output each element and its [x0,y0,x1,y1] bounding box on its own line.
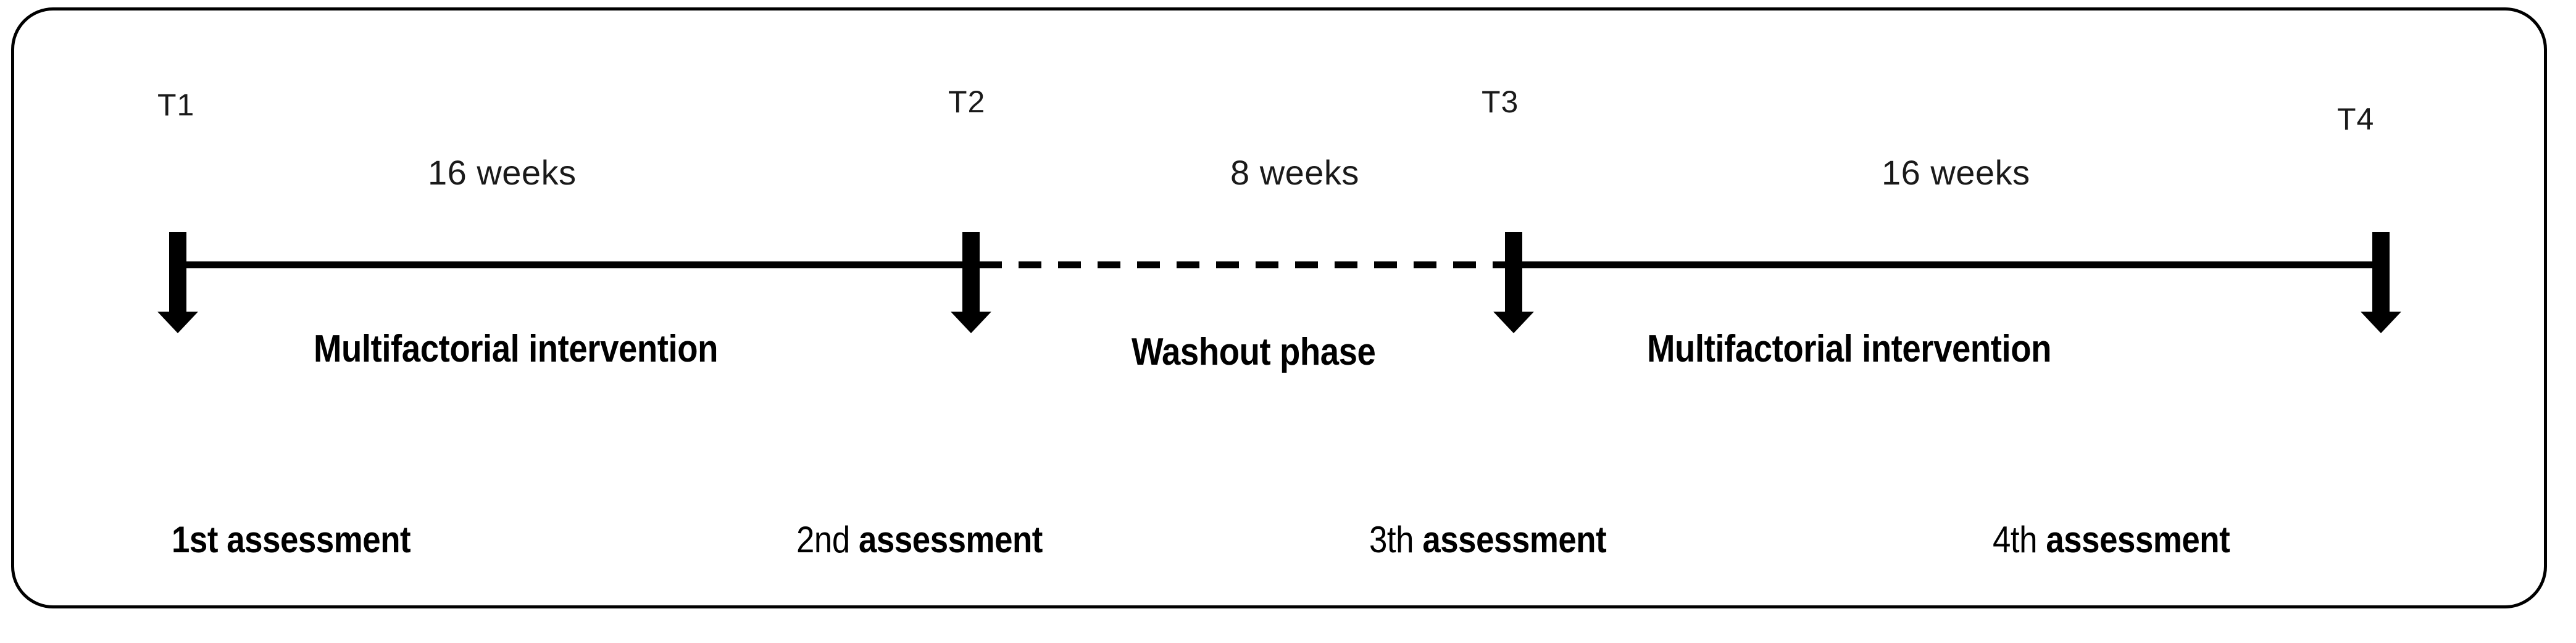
timepoint-label-T2: T2 [948,85,986,119]
timepoint-label-T1: T1 [157,88,195,122]
duration-label-period-2: 8 weeks [1230,153,1359,192]
phase-label-period-3: Multifactorial intervention [1647,328,2052,370]
assessment-ordinal-2: 2nd [796,519,850,560]
assessment-label-4: 4th assessment [1993,521,2230,558]
assessment-label-1: 1st assessment [172,521,411,558]
timepoint-label-T4: T4 [2337,102,2375,136]
phase-label-period-1: Multifactorial intervention [314,328,719,370]
timepoint-label-T3: T3 [1482,85,1519,119]
assessment-label-2: 2nd assessment [796,521,1043,558]
phase-label-period-2: Washout phase [1132,331,1376,373]
assessment-word-1: assessment [227,519,411,560]
assessment-word-3: assessment [1422,519,1607,560]
assessment-label-3: 3th assessment [1369,519,1607,560]
assessment-ordinal-1: 1st [172,519,218,560]
assessment-word-4: assessment [2046,519,2230,560]
duration-label-period-3: 16 weeks [1882,153,2030,192]
assessment-ordinal-4: 4th [1993,519,2038,560]
figure-frame [11,7,2547,608]
duration-label-period-1: 16 weeks [428,153,577,192]
assessment-word-2: assessment [859,519,1043,560]
assessment-ordinal-3: 3th [1369,519,1414,560]
